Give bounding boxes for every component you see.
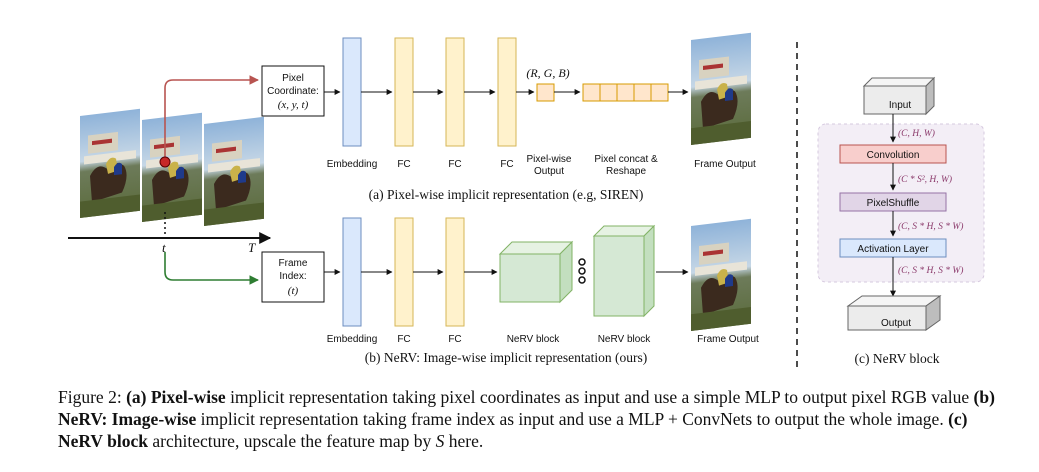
pixel-box-line3: (x, y, t) [278,99,309,111]
label-embedding-a: Embedding [327,159,378,170]
label-fc-b2: FC [448,334,461,345]
caption-b-text: implicit representation taking frame ind… [196,409,949,429]
timeline-T: T [248,240,256,255]
shape-label-1: (C, H, W) [898,128,935,139]
panel-b: Frame Index: (t) Embedding FC [261,217,759,365]
label-embedding-b: Embedding [327,334,378,345]
label-fc-a3: FC [500,159,513,170]
input-frames [80,108,264,226]
convolution-label: Convolution [867,150,920,161]
pixel-output-block [536,83,555,102]
pixel-point [159,156,171,168]
frame-index-box [261,251,325,303]
shape-label-2: (C * S², H, W) [898,174,952,185]
panel-c: Input (C, H, W) Convolution (C * S², H, … [817,76,985,366]
caption-s-var: S [435,431,445,451]
frame-box-line3: (t) [288,285,299,297]
input-block: Input [862,76,936,116]
embedding-block-a [342,37,362,147]
input-label: Input [889,100,911,111]
label-pixel-output-2: Output [534,166,564,177]
output-block: Output [846,295,942,331]
frame-image-2 [142,112,202,222]
pixel-box-line1: Pixel [282,73,304,84]
label-fc-a2: FC [448,159,461,170]
label-concat-2: Reshape [606,166,646,177]
label-nerv-1: NeRV block [507,334,561,345]
caption-panel-b: (b) NeRV: Image-wise implicit representa… [365,350,647,365]
pixel-concat-strip [582,83,669,102]
nerv-block-1 [498,240,574,304]
output-label: Output [881,318,911,329]
pixel-box-line2: Coordinate: [267,86,319,97]
label-fc-a1: FC [397,159,410,170]
caption-c-bold: (c) NeRV block [58,409,968,451]
frame-box-line2: Index: [279,271,306,282]
green-arrow [164,252,259,285]
label-frame-output-b: Frame Output [697,334,759,345]
shape-label-3: (C, S * H, S * W) [898,221,963,232]
rgb-label: (R, G, B) [526,66,569,80]
label-nerv-2: NeRV block [598,334,652,345]
ellipsis-dots [578,258,586,284]
caption-a-bold: (a) Pixel-wise [126,387,226,407]
fc-block-b1 [394,217,414,327]
embedding-block-b [342,217,362,327]
pixelshuffle-label: PixelShuffle [867,198,920,209]
fc-block-b2 [445,217,465,327]
fc-block-a2 [445,37,465,147]
label-pixel-output-1: Pixel-wise [526,154,571,165]
red-arrow [164,75,259,162]
caption-suffix: here. [444,431,484,451]
activation-label: Activation Layer [857,244,929,255]
caption-panel-a: (a) Pixel-wise implicit representation (… [369,187,644,202]
label-fc-b1: FC [397,334,410,345]
frame-box-line1: Frame [279,258,308,269]
fc-block-a1 [394,37,414,147]
label-frame-output-a: Frame Output [694,159,756,170]
label-concat-1: Pixel concat & [594,154,658,165]
panel-a: Pixel Coordinate: (x, y, t) (R, G, B) Em… [261,32,756,202]
figure-caption: Figure 2: (a) Pixel-wise implicit repres… [58,386,1003,452]
timeline-t: t [162,240,166,255]
caption-a-text: implicit representation taking pixel coo… [225,387,974,407]
caption-c-text: architecture, upscale the feature map by [147,431,436,451]
pixel-coordinate-box [261,65,325,117]
caption-prefix: Figure 2: [58,387,127,407]
frame-image-3 [204,116,264,226]
caption-panel-c: (c) NeRV block [855,351,940,366]
fc-block-a3 [497,37,517,147]
shape-label-4: (C, S * H, S * W) [898,265,963,276]
frame-output-image-a [691,32,751,145]
figure: t T Pixel Coordinate: (x, y, t) (R, G, B… [68,32,985,368]
frame-output-image-b [691,218,751,331]
caption-b-bold: (b) NeRV: Image-wise [58,387,995,429]
frame-image-1 [80,108,140,218]
nerv-block-2 [592,224,656,318]
